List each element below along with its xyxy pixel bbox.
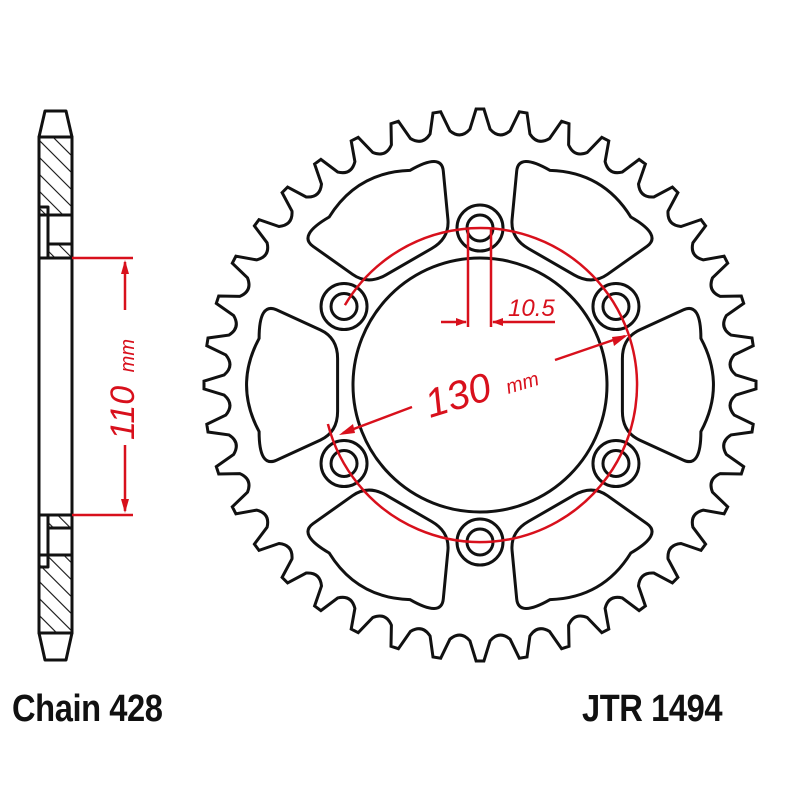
arrow-left-icon (339, 424, 355, 435)
bottom-tooth-chamfer (37, 631, 74, 662)
arrow-left-icon (492, 318, 503, 326)
arrow-right-icon (612, 335, 628, 346)
arrow-right-icon (456, 318, 467, 326)
bolt-hole (319, 282, 369, 331)
arrow-up-icon (121, 260, 129, 274)
window-cutout (306, 159, 450, 282)
bolt-circle-unit: mm (503, 368, 541, 399)
side-profile-view (37, 109, 74, 662)
svg-text:110 mm: 110 mm (104, 339, 142, 440)
hub-width-dimension: 110 mm (72, 256, 142, 517)
hub-center-bore (351, 256, 609, 514)
lightening-windows (245, 159, 715, 611)
bolt-circle-value: 130 (420, 365, 497, 427)
part-number-label: JTR 1494 (582, 688, 723, 730)
top-hub-gap (46, 213, 74, 246)
svg-text:130 mm: 130 mm (420, 351, 543, 427)
chain-size-label: Chain 428 (12, 688, 163, 730)
top-rim-section (37, 135, 74, 217)
sprocket-teeth-outline (202, 107, 758, 663)
bottom-hub-gap (46, 526, 74, 557)
window-cutout (306, 488, 450, 611)
bolt-hole-diameter-label: 10.5 (508, 295, 555, 322)
dimension-annotations (326, 226, 639, 544)
bolt-circle-line (326, 226, 639, 544)
top-hub-hatch (46, 242, 74, 260)
window-cutout (245, 307, 340, 463)
hub-width-value: 110 (104, 386, 142, 440)
arrow-down-icon (121, 499, 129, 513)
bottom-hub-hatch (46, 513, 74, 530)
window-cutout (510, 488, 654, 611)
window-cutout (620, 307, 715, 463)
bolt-circle-dim-line-left (342, 405, 413, 435)
window-cutout (510, 159, 654, 282)
hub-width-unit: mm (117, 339, 139, 372)
top-tooth-chamfer (37, 109, 74, 139)
